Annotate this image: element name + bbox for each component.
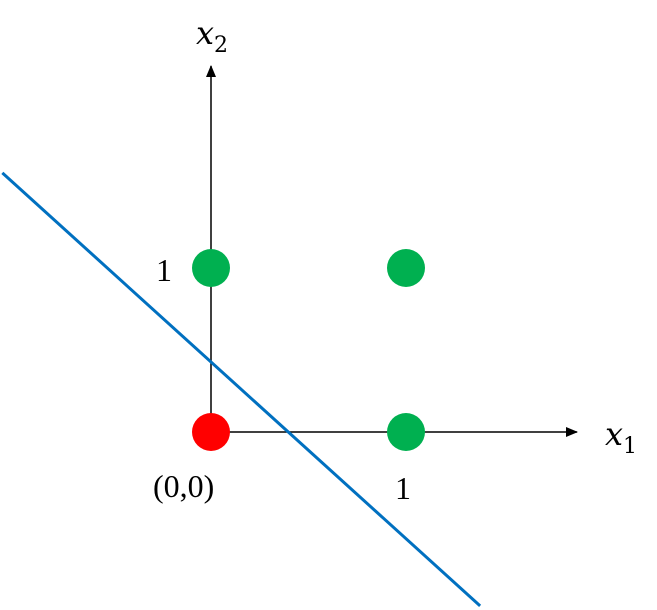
- y-tick-label: 1: [156, 252, 172, 288]
- point-0-0: [192, 413, 230, 451]
- point-1-1: [387, 249, 425, 287]
- point-1-0: [387, 413, 425, 451]
- x-tick-label: 1: [395, 470, 411, 506]
- point-0-1: [192, 249, 230, 287]
- x-axis-label: x1: [605, 415, 637, 459]
- data-points: [192, 249, 425, 451]
- decision-boundary-line: [1, 171, 482, 607]
- y-axis-label: x2: [196, 14, 228, 58]
- origin-label: (0,0): [153, 468, 214, 504]
